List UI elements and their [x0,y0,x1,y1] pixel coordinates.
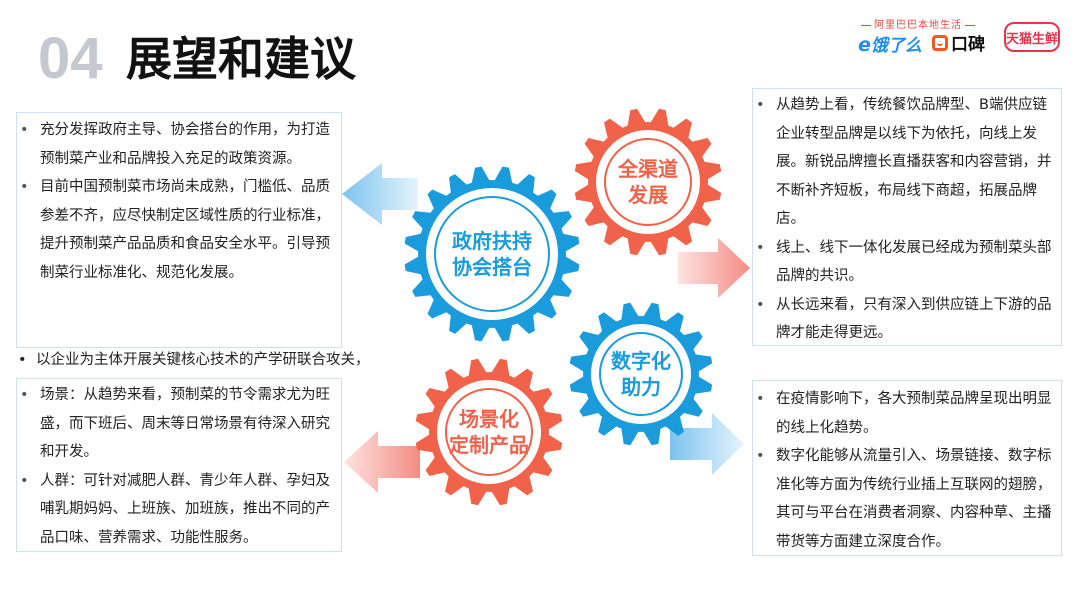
left-top-list: 充分发挥政府主导、协会搭台的作用，为打造预制菜产业和品牌投入充足的政策资源。 目… [16,116,332,287]
arrow-right-top-icon [678,238,750,298]
gear-gov-icon-face [426,188,558,320]
eleme-logo: e饿了么 [858,31,922,56]
koubei-smile-icon [932,34,948,51]
gear-label-scene: 场景化 定制产品 [429,406,549,458]
gear-channel-icon-face [596,130,700,234]
gear-digital-icon [569,302,713,446]
gear-gov-icon [404,166,580,342]
eleme-logo-text: 饿了么 [870,36,922,56]
gear-scene-icon-face [437,380,541,484]
right-bottom-list: 在疫情影响下，各大预制菜品牌呈现出明显的线上化趋势。 数字化能够从流量引入、场景… [752,385,1058,556]
list-item: 目前中国预制菜市场尚未成熟，门槛低、品质参差不齐，应尽快制定区域性质的行业标准，… [16,173,332,287]
page-title: 展望和建议 [126,32,356,86]
list-item: 线上、线下一体化发展已经成为预制菜头部品牌的共识。 [752,234,1058,291]
arrow-left-bottom-icon [344,431,420,493]
gear-channel-icon [574,108,722,256]
gear-scene-line1: 场景化 [459,407,519,431]
gear-channel-icon-inner-ring [604,138,692,226]
tmall-fresh-logo: 天猫生鲜 [1004,22,1060,52]
tmall-fresh-logo-text: 天猫生鲜 [1006,31,1059,47]
list-item: 从长远来看，只有深入到供应链上下游的品牌才能走得更远。 [752,291,1058,348]
gear-gov-line1: 政府扶持 [452,229,532,253]
left-bottom-list: 场景：从趋势来看，预制菜的节令需求尤为旺盛，而下班后、周末等日常场景有待深入研究… [16,381,332,552]
eleme-e-icon: e [858,34,871,56]
koubei-logo-text: 口碑 [951,35,985,55]
gear-digital-icon-inner-ring [599,332,683,416]
list-item: 场景：从趋势来看，预制菜的节令需求尤为旺盛，而下班后、周末等日常场景有待深入研究… [16,381,332,467]
gear-label-channel: 全渠道 发展 [588,156,708,208]
gear-gov-icon-inner-ring [434,196,550,312]
gear-digital-line2: 助力 [621,375,661,399]
gear-digital-line1: 数字化 [611,349,671,373]
gear-scene-line2: 定制产品 [449,433,529,457]
arrow-right-bottom-icon [670,413,744,475]
list-item: 在疫情影响下，各大预制菜品牌呈现出明显的线上化趋势。 [752,385,1058,442]
arrow-left-top-icon [342,163,418,225]
list-item: 数字化能够从流量引入、场景链接、数字标准化等方面为传统行业插上互联网的翅膀，其可… [752,442,1058,556]
gear-label-gov: 政府扶持 协会搭台 [432,228,552,280]
gear-scene-icon [415,358,563,506]
alibaba-local-life-tagline: 阿里巴巴本地生活 [858,16,978,31]
list-item: 从趋势上看，传统餐饮品牌型、B端供应链企业转型品牌是以线下为依托，向线上发展。新… [752,91,1058,234]
gear-channel-line2: 发展 [628,183,668,207]
right-top-list: 从趋势上看，传统餐饮品牌型、B端供应链企业转型品牌是以线下为依托，向线上发展。新… [752,91,1058,348]
gear-channel-line1: 全渠道 [618,157,678,181]
list-item: 充分发挥政府主导、协会搭台的作用，为打造预制菜产业和品牌投入充足的政策资源。 [16,116,332,173]
gear-scene-icon-inner-ring [445,388,533,476]
section-number: 04 [38,26,103,91]
list-item: 人群：可针对减肥人群、青少年人群、孕妇及哺乳期妈妈、上班族、加班族，推出不同的产… [16,467,332,553]
gear-gov-line2: 协会搭台 [452,255,532,279]
gear-label-digital: 数字化 助力 [581,348,701,400]
koubei-logo: 口碑 [932,30,985,55]
gear-digital-icon-face [591,324,691,424]
